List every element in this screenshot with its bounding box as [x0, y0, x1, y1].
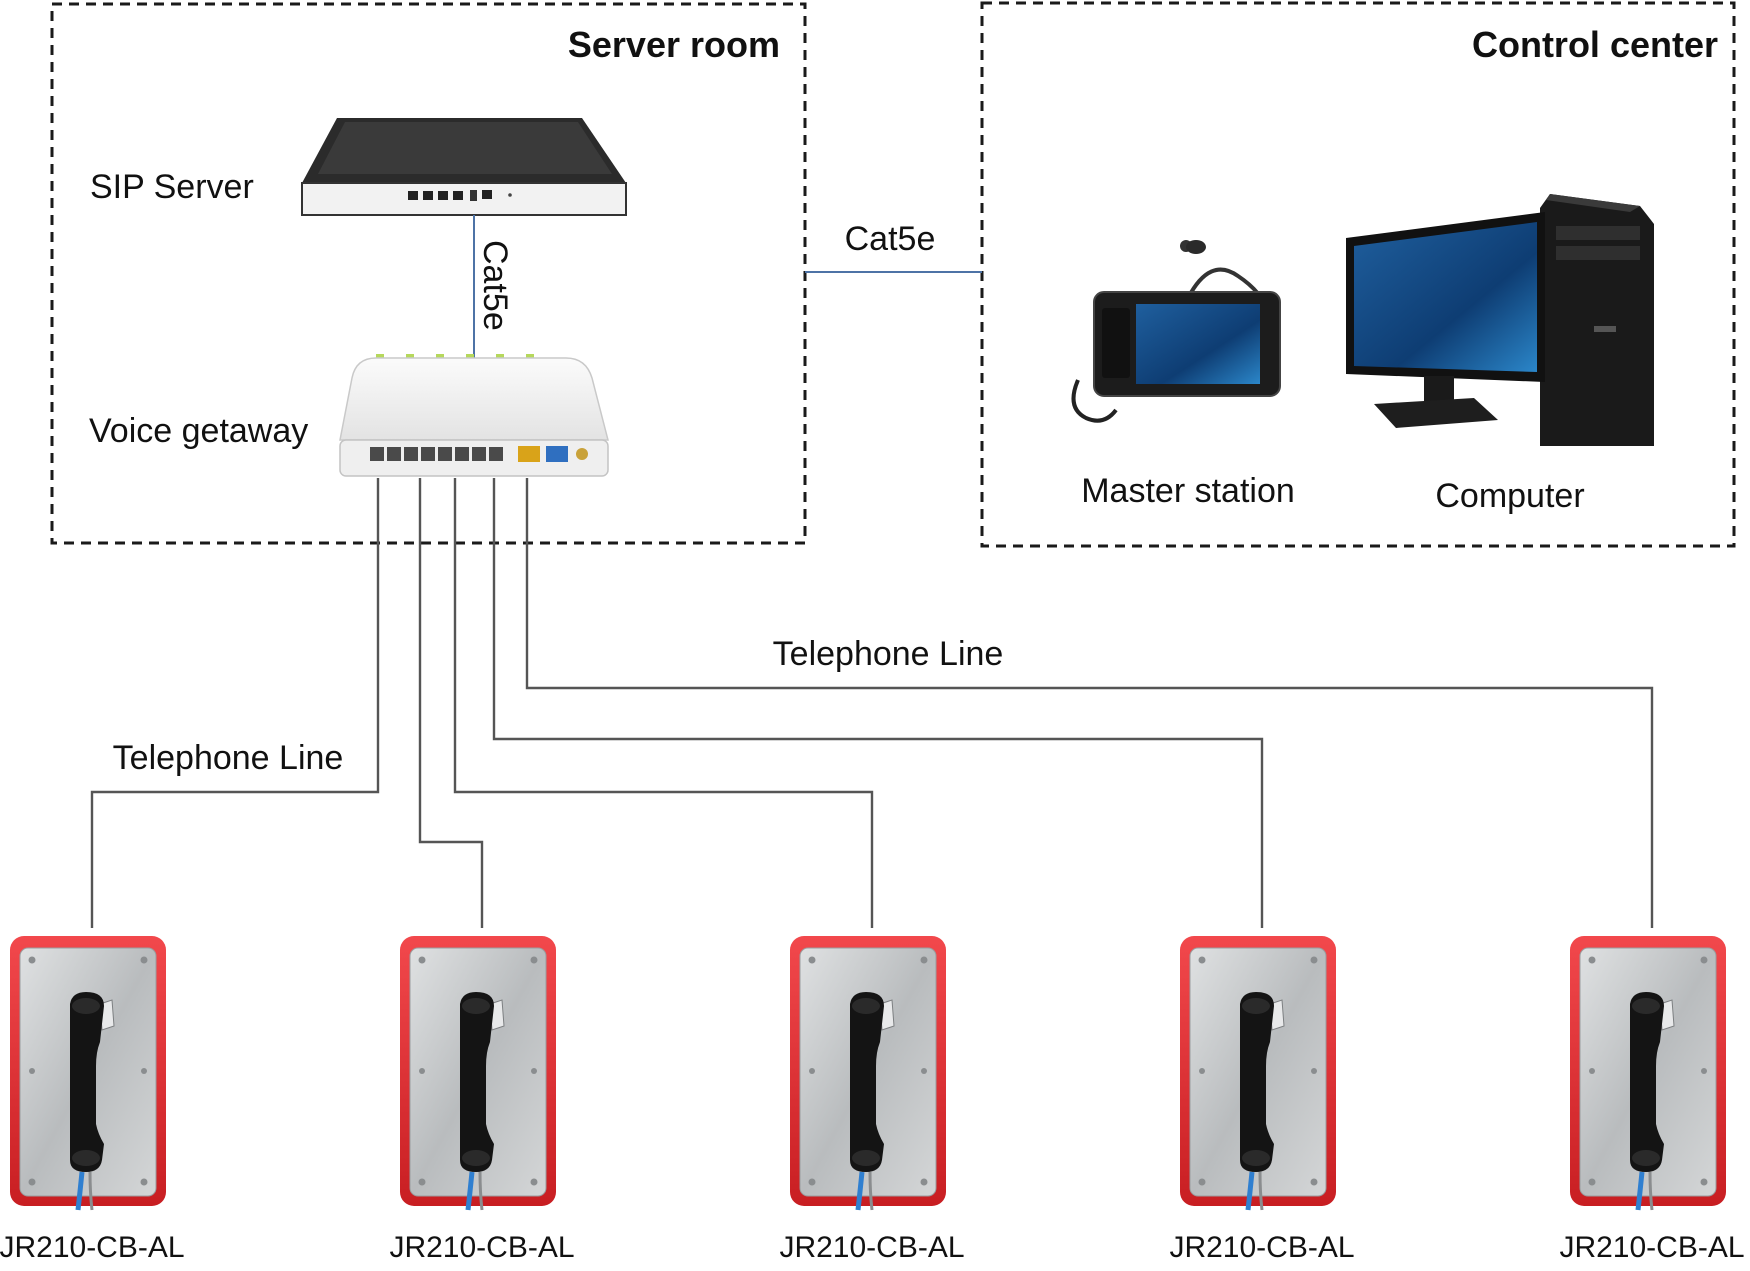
- telephone-line-lower-label: Telephone Line: [113, 739, 344, 777]
- emergency-phone-icon: [400, 936, 556, 1210]
- phone-model-label: JR210-CB-AL: [779, 1231, 964, 1264]
- phone-model-label: JR210-CB-AL: [389, 1231, 574, 1264]
- computer-icon: [1346, 194, 1654, 446]
- master-station-icon: [1071, 240, 1281, 423]
- emergency-phone-icon: [790, 936, 946, 1210]
- server-room-boundary: [50, 2, 807, 545]
- cat5e-horizontal-label: Cat5e: [845, 220, 936, 258]
- cat5e-vertical-label: Cat5e: [476, 240, 514, 331]
- control-center-boundary: [980, 1, 1736, 548]
- phone-1: JR210-CB-AL: [0, 936, 185, 1264]
- telephone-line-2: [418, 478, 484, 928]
- telephone-line-upper-label: Telephone Line: [773, 635, 1004, 673]
- phone-model-label: JR210-CB-AL: [1169, 1231, 1354, 1264]
- phone-model-label: JR210-CB-AL: [0, 1231, 185, 1264]
- phone-5: JR210-CB-AL: [1559, 936, 1745, 1264]
- computer-label: Computer: [1435, 477, 1584, 515]
- emergency-phone-icon: [1180, 936, 1336, 1210]
- emergency-phone-icon: [10, 936, 166, 1210]
- telephone-line-3: [453, 478, 874, 928]
- telephone-line-5: [525, 478, 1654, 928]
- voice-gateway-icon: [339, 354, 609, 477]
- telephone-line-4: [492, 478, 1264, 928]
- sip-server-icon: [301, 118, 627, 216]
- telephone-line-1: [90, 478, 380, 928]
- control-center-title: Control center: [1472, 24, 1718, 65]
- voice-gateway-label: Voice getaway: [89, 412, 308, 450]
- sip-server-label: SIP Server: [90, 168, 254, 206]
- phone-model-label: JR210-CB-AL: [1559, 1231, 1744, 1264]
- phone-2: JR210-CB-AL: [389, 936, 575, 1264]
- phone-3: JR210-CB-AL: [779, 936, 965, 1264]
- phone-4: JR210-CB-AL: [1169, 936, 1355, 1264]
- emergency-phone-icon: [1570, 936, 1726, 1210]
- server-room-title: Server room: [568, 24, 780, 65]
- master-station-label: Master station: [1081, 472, 1295, 510]
